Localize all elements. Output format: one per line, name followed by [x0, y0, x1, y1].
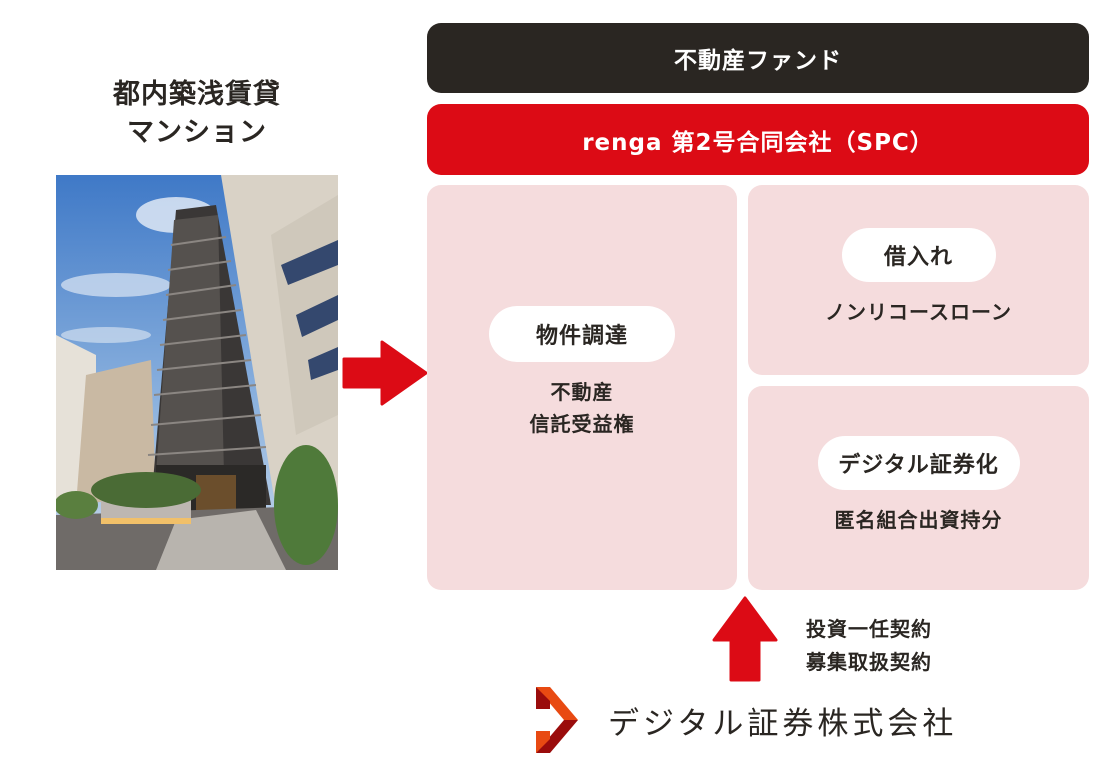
digital-securities-box: デジタル証券化 匿名組合出資持分: [748, 386, 1089, 590]
property-title-line1: 都内築浅賃貸: [113, 79, 281, 110]
fund-banner: 不動産ファンド: [427, 23, 1089, 93]
company-name: デジタル証券株式会社: [608, 706, 958, 742]
acquisition-pill-label: 物件調達: [535, 323, 628, 349]
spc-label: renga 第2号合同会社（SPC）: [582, 129, 934, 156]
acquisition-pill: 物件調達: [489, 305, 675, 362]
property-title-line2: マンション: [127, 117, 267, 148]
borrowing-text: ノンリコースローン: [825, 300, 1012, 324]
borrowing-pill-label: 借入れ: [883, 245, 953, 270]
borrowing-pill: 借入れ: [841, 228, 996, 282]
contract-line2: 募集取扱契約: [806, 650, 932, 674]
building-photo: [56, 175, 338, 570]
acquisition-text: 不動産 信託受益権: [530, 376, 635, 440]
borrowing-box: 借入れ ノンリコースローン: [748, 185, 1089, 375]
property-title: 都内築浅賃貸 マンション: [56, 76, 338, 152]
fund-label: 不動産ファンド: [674, 48, 842, 74]
right-arrow-icon: [342, 340, 428, 406]
acquisition-text-line1: 不動産: [550, 379, 614, 404]
contract-line1: 投資一任契約: [806, 617, 932, 641]
digital-securities-text: 匿名組合出資持分: [834, 508, 1003, 532]
contract-labels: 投資一任契約 募集取扱契約: [806, 613, 932, 679]
spc-banner: renga 第2号合同会社（SPC）: [427, 104, 1089, 175]
company-logo-icon: [534, 687, 580, 753]
acquisition-text-line2: 信託受益権: [529, 411, 635, 436]
digital-securities-pill: デジタル証券化: [817, 436, 1020, 490]
acquisition-box: 物件調達 不動産 信託受益権: [427, 185, 737, 590]
digital-securities-pill-label: デジタル証券化: [838, 453, 999, 478]
up-arrow-icon: [712, 596, 778, 682]
